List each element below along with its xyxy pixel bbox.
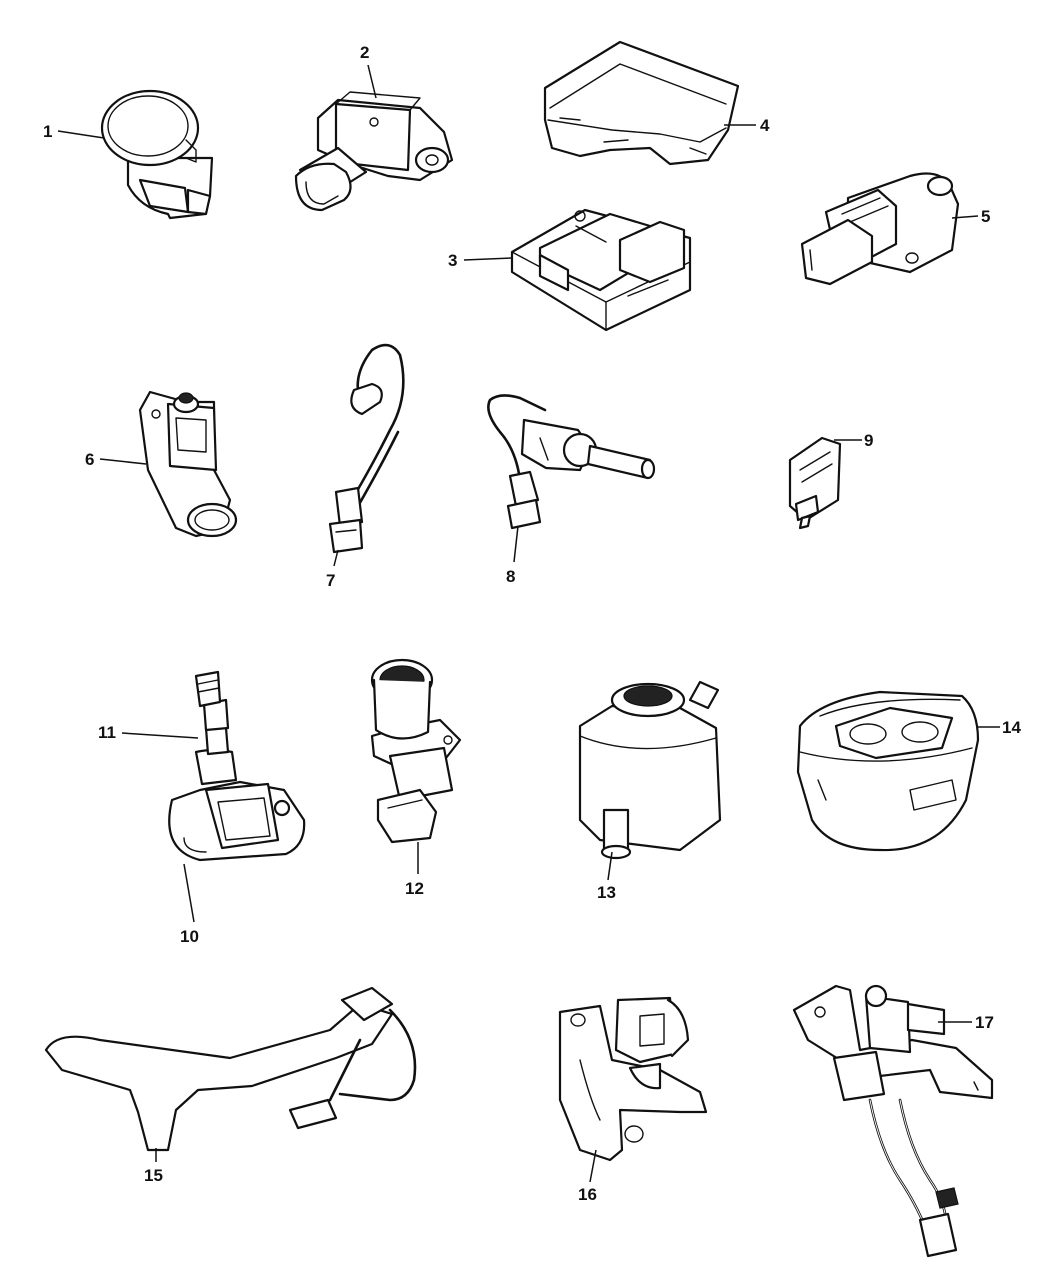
part-8-harness-sensor <box>487 394 656 530</box>
callout-2: 2 <box>360 43 369 62</box>
callout-labels: 1 2 3 4 5 6 7 8 9 10 11 12 13 14 15 16 1… <box>43 43 1021 1204</box>
leader-2 <box>367 64 377 99</box>
part-4-module-cover <box>543 40 740 166</box>
leader-10 <box>183 863 195 923</box>
callout-7: 7 <box>326 571 335 590</box>
leader-7 <box>333 549 339 567</box>
part-12-speed-sensor <box>370 658 462 844</box>
callout-1: 1 <box>43 122 52 141</box>
callout-3: 3 <box>448 251 457 270</box>
callout-10: 10 <box>180 927 199 946</box>
callout-12: 12 <box>405 879 424 898</box>
callout-17: 17 <box>975 1013 994 1032</box>
part-5-impact-sensor <box>800 172 960 286</box>
callout-4: 4 <box>760 116 770 135</box>
leader-6 <box>99 458 147 465</box>
callout-15: 15 <box>144 1166 163 1185</box>
leader-11 <box>121 732 199 739</box>
callout-16: 16 <box>578 1185 597 1204</box>
callout-13: 13 <box>597 883 616 902</box>
part-9-small-sensor <box>788 436 842 530</box>
callout-6: 6 <box>85 450 94 469</box>
callout-8: 8 <box>506 567 515 586</box>
leader-5 <box>951 215 979 219</box>
leader-3 <box>463 257 513 261</box>
leader-1 <box>57 130 105 139</box>
part-3-control-module <box>510 208 692 332</box>
part-10-11-tpms-sensor <box>168 670 306 862</box>
part-15-flat-sensor-strip <box>44 986 417 1152</box>
part-17-bracket-assembly <box>792 984 994 1258</box>
leader-16 <box>589 1149 597 1183</box>
leader-13 <box>607 851 613 881</box>
part-6-map-sensor <box>138 390 238 538</box>
part-14-module-housing <box>796 690 980 852</box>
callout-11: 11 <box>98 723 116 742</box>
callout-9: 9 <box>864 431 873 450</box>
part-16-bracket-sensor <box>558 996 708 1162</box>
callout-5: 5 <box>981 207 990 226</box>
part-2-impact-sensor <box>294 91 454 212</box>
callout-14: 14 <box>1002 718 1021 737</box>
leader-lines <box>57 64 1000 1183</box>
part-13-position-sensor <box>578 680 722 860</box>
part-7-wired-sensor <box>328 343 405 554</box>
part-1-park-assist-sensor <box>100 89 214 220</box>
leader-8 <box>513 525 519 563</box>
